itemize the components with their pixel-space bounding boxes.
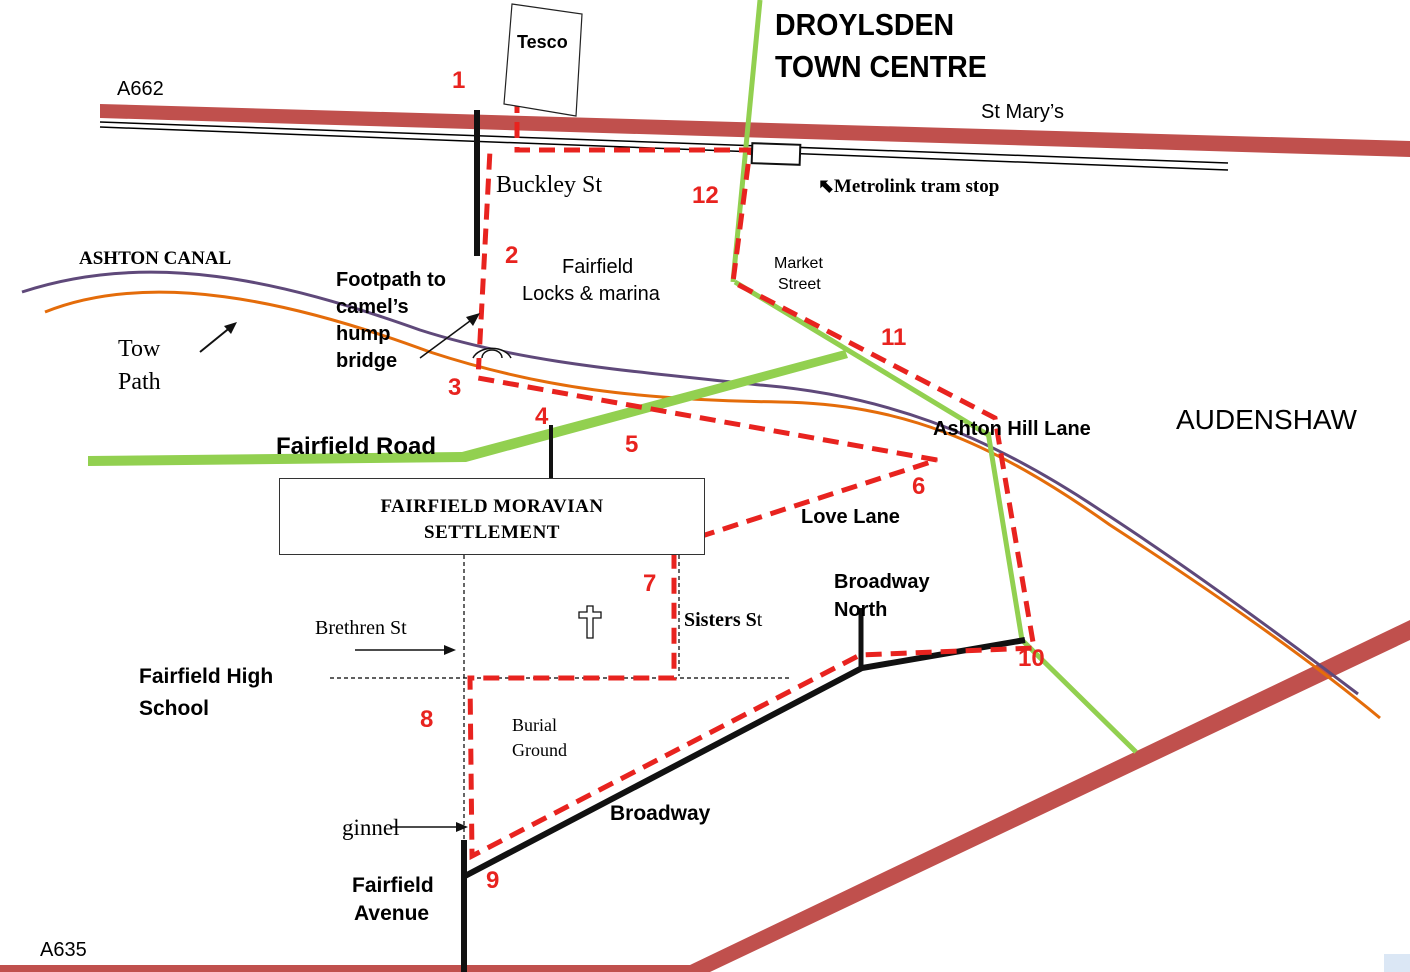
tram-track-upper (99, 121, 1229, 164)
ashton-hill-lane-road (985, 431, 1138, 754)
moravian-line1: FAIRFIELD MORAVIAN (380, 496, 604, 517)
fairfield-avenue-label-2: Avenue (354, 902, 430, 925)
corner-mark (1384, 954, 1410, 972)
footpath-label-2: camel’s (336, 296, 409, 318)
walking-route (467, 72, 1037, 861)
route-point-3: 3 (448, 374, 462, 401)
tesco-label: Tesco (517, 32, 568, 52)
metrolink-label: ⬉Metrolink tram stop (818, 177, 999, 196)
droylsden-main-road (730, 0, 763, 283)
route-point-10: 10 (1018, 645, 1045, 672)
ashton-hill-lane-label: Ashton Hill Lane (933, 418, 1091, 440)
a635-label: A635 (40, 939, 87, 961)
droylsden-label-1: DROYLSDEN (775, 7, 955, 42)
brethren-arrow-icon (355, 645, 456, 655)
fairfield-locks-label-1: Fairfield (562, 256, 634, 278)
metrolink-arrow-icon: ⬉ (818, 176, 834, 197)
fairfield-road-label: Fairfield Road (276, 433, 437, 460)
route-point-5: 5 (625, 431, 639, 458)
fairfield-avenue-label-1: Fairfield (352, 874, 434, 897)
tow-path-line (44, 290, 1381, 720)
market-street-road (733, 279, 992, 439)
bridge-icon (472, 347, 512, 359)
footpath-label-4: bridge (336, 350, 398, 372)
route-point-9: 9 (486, 867, 500, 894)
ashton-canal-line (21, 270, 1359, 696)
brethren-st-label: Brethren St (315, 617, 407, 639)
moravian-line2: SETTLEMENT (424, 522, 560, 543)
fairfield-locks-label-2: Locks & marina (522, 283, 660, 305)
metrolink-text: Metrolink tram stop (833, 176, 1000, 197)
metrolink-stop (750, 142, 802, 166)
ashton-canal-label: ASHTON CANAL (79, 248, 232, 269)
footpath-label-1: Footpath to (336, 269, 446, 291)
buckley-st-label: Buckley St (496, 172, 602, 198)
tow-path-arrow-icon (199, 322, 237, 353)
cross-icon (578, 605, 602, 639)
market-street-label-1: Market (774, 255, 823, 272)
sisters-st-label: Sisters St (684, 610, 762, 630)
burial-ground-label-1: Burial (512, 715, 557, 735)
route-point-11: 11 (881, 324, 907, 351)
broadway-north-label-2: North (834, 599, 888, 621)
broadway-north-label-1: Broadway (834, 571, 930, 593)
route-point-8: 8 (420, 706, 434, 733)
broadway-label: Broadway (610, 802, 711, 825)
footpath-label-3: hump (336, 323, 391, 345)
footpath-arrow-icon (419, 313, 480, 359)
st-marys-label: St Mary’s (981, 101, 1064, 123)
fairfield-high-school-label-1: Fairfield High (139, 665, 274, 688)
sisters-st-bold: Sisters S (684, 609, 757, 631)
route-point-1: 1 (452, 67, 466, 94)
burial-ground-label-2: Ground (512, 740, 567, 760)
sisters-st-rest: t (756, 609, 763, 631)
tow-path-label-2: Path (118, 369, 161, 395)
market-street-label-2: Street (778, 276, 821, 293)
tesco-building (503, 3, 583, 117)
fairfield-road (88, 350, 848, 466)
a662-road (100, 104, 1410, 157)
a662-label: A662 (117, 78, 164, 100)
ginnel-label: ginnel (342, 815, 400, 840)
audenshaw-label: AUDENSHAW (1176, 404, 1357, 435)
route-point-7: 7 (643, 570, 657, 597)
fairfield-high-school-label-2: School (139, 697, 210, 720)
route-point-12: 12 (692, 182, 719, 209)
route-point-6: 6 (912, 473, 926, 500)
love-lane-label: Love Lane (801, 506, 900, 528)
route-point-4: 4 (535, 403, 549, 430)
ginnel-arrow-icon (392, 822, 468, 832)
droylsden-label-2: TOWN CENTRE (775, 49, 987, 84)
tow-path-label-1: Tow (118, 336, 161, 362)
moravian-settlement-box: FAIRFIELD MORAVIAN SETTLEMENT (279, 478, 705, 555)
route-point-2: 2 (505, 242, 519, 269)
